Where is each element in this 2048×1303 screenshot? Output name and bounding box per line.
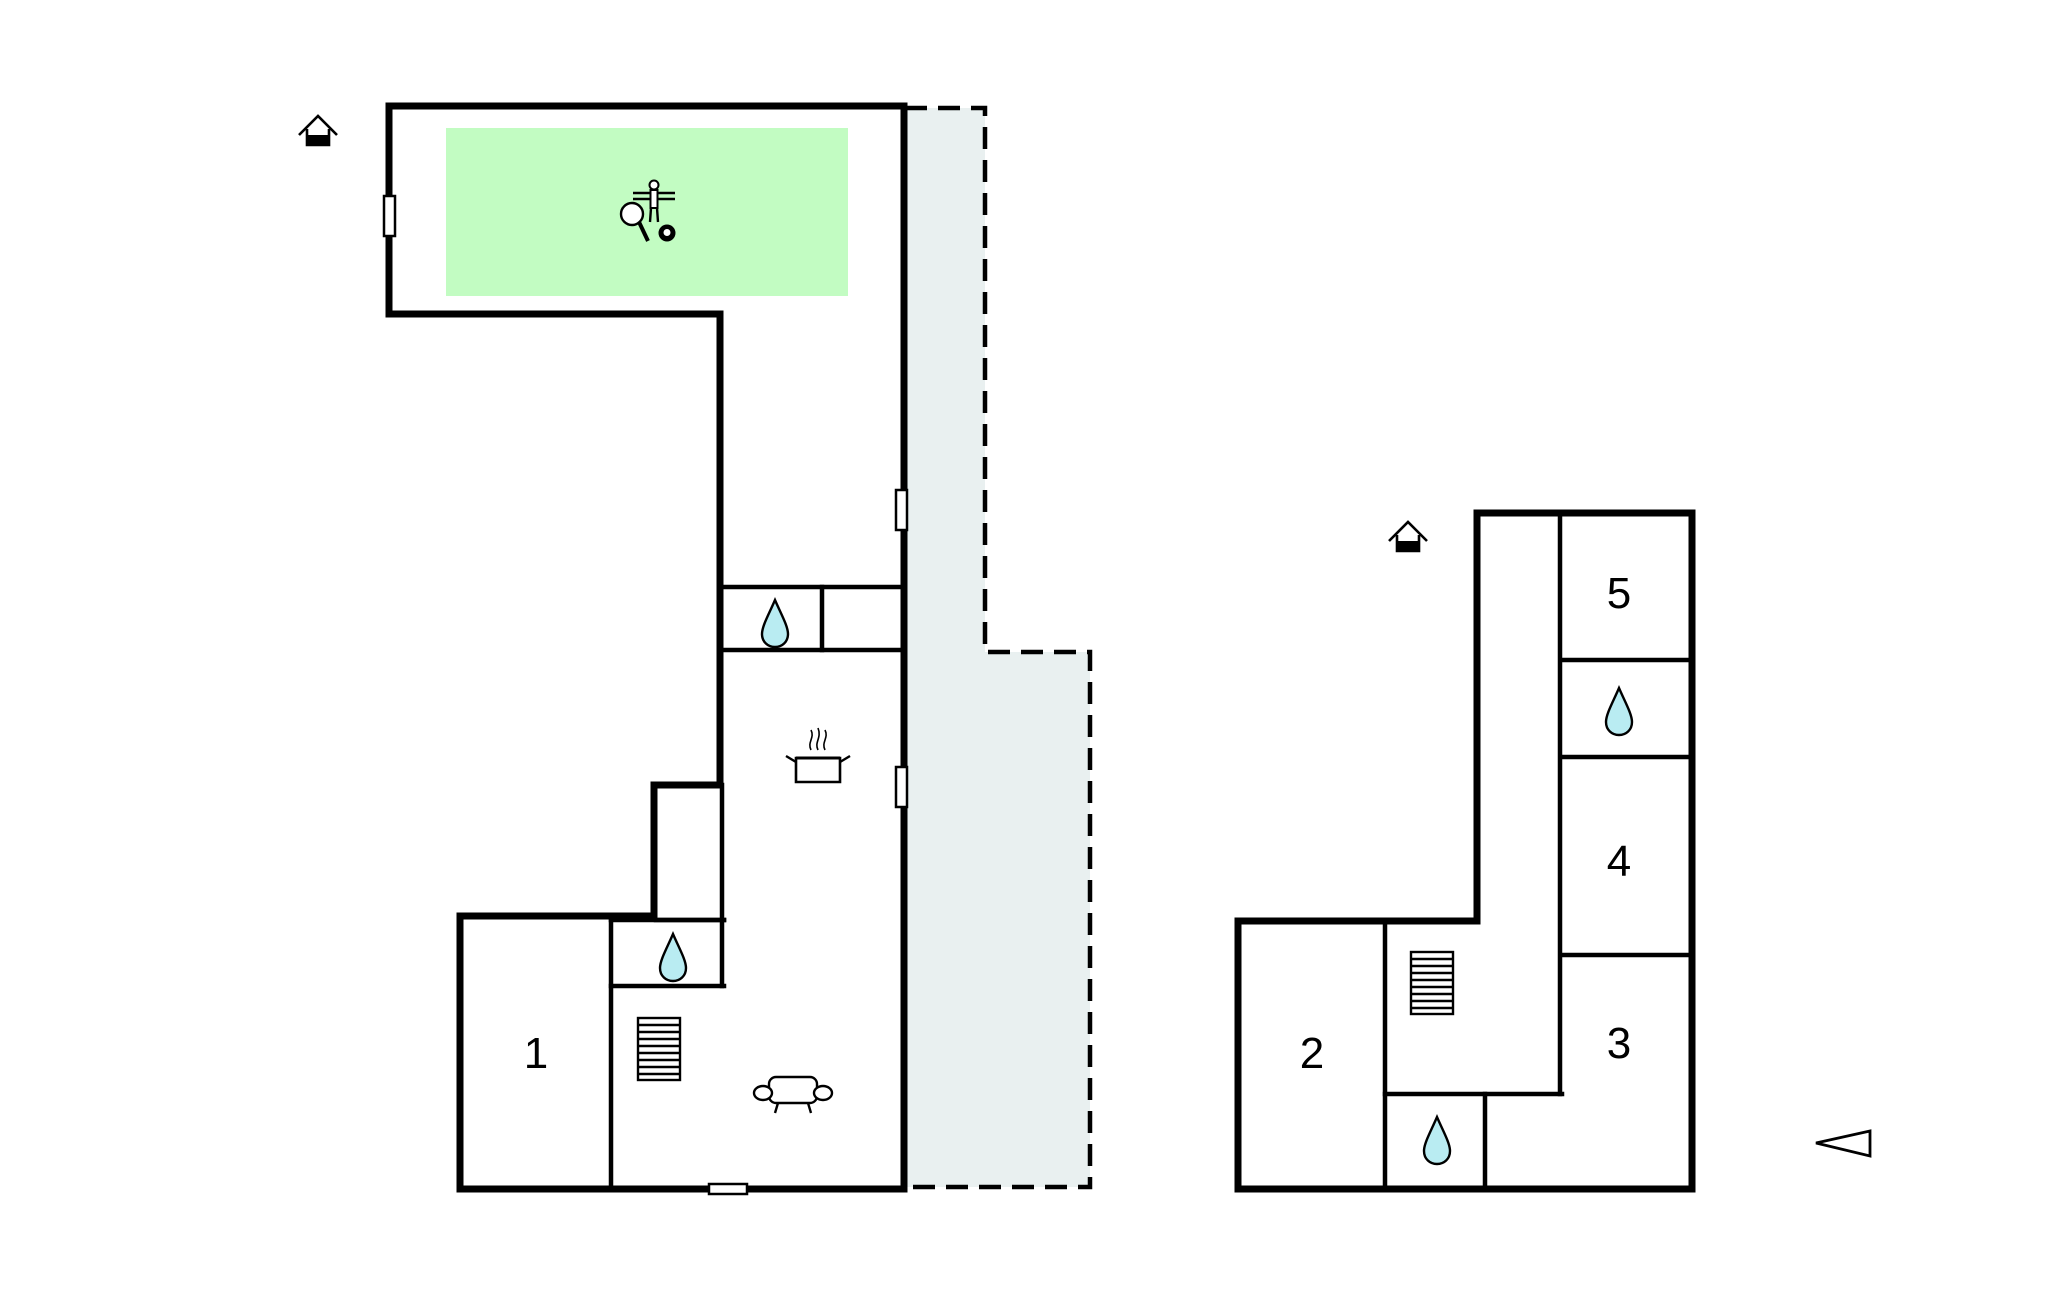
stairs-icon bbox=[1409, 950, 1455, 1016]
billiards-icon bbox=[658, 224, 676, 242]
inner-walls-upper bbox=[1382, 512, 1691, 1190]
window bbox=[382, 194, 397, 238]
entrance-icon bbox=[298, 114, 338, 147]
room-label-4: 4 bbox=[1607, 837, 1631, 886]
window bbox=[894, 765, 909, 809]
table-tennis-icon bbox=[619, 201, 650, 242]
room-label-1: 1 bbox=[524, 1029, 548, 1078]
sofa-icon bbox=[752, 1075, 834, 1114]
window bbox=[707, 1182, 749, 1196]
inner-walls-ground bbox=[608, 584, 903, 1190]
room-label-2: 2 bbox=[1300, 1029, 1324, 1078]
upper-floor: 2 3 4 5 bbox=[1234, 509, 1696, 1193]
bathroom-drop-icon bbox=[760, 596, 790, 649]
stairs-icon bbox=[636, 1016, 682, 1082]
room-label-5: 5 bbox=[1607, 569, 1631, 618]
outer-walls-ground bbox=[385, 102, 908, 1193]
compass-north-icon bbox=[1815, 1129, 1872, 1158]
table-football-icon bbox=[633, 179, 675, 223]
window bbox=[894, 488, 909, 532]
terrace-area bbox=[902, 105, 1093, 1190]
entrance-icon bbox=[1388, 520, 1428, 553]
bathroom-drop-icon bbox=[658, 930, 688, 983]
games-area bbox=[446, 128, 848, 296]
bathroom-drop-icon bbox=[1422, 1113, 1452, 1166]
room-label-3: 3 bbox=[1607, 1019, 1631, 1068]
ground-floor: 1 bbox=[298, 102, 1093, 1196]
bathroom-drop-icon bbox=[1604, 684, 1634, 737]
outer-walls-upper bbox=[1234, 509, 1696, 1193]
kitchen-pot-icon bbox=[785, 727, 851, 784]
